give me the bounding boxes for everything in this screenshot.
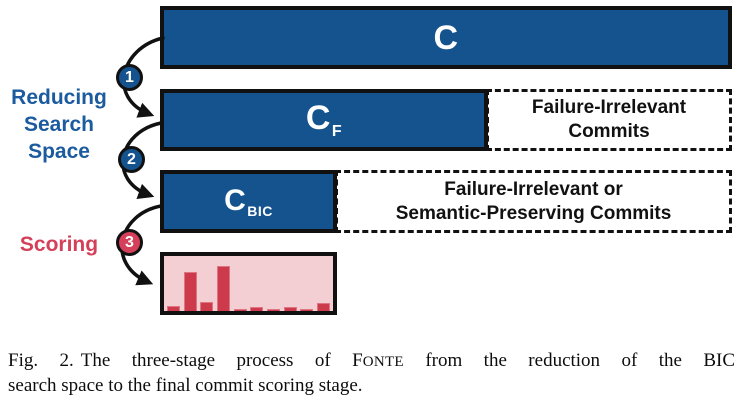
bar-all-commits: C <box>160 6 732 69</box>
annotation-text: Failure-Irrelevant or <box>444 178 623 200</box>
score-bar <box>183 272 197 311</box>
caption-fonte: F <box>352 350 363 371</box>
bar-label-cf-main: C <box>305 98 331 137</box>
score-bar <box>250 307 264 311</box>
score-bar <box>167 306 180 311</box>
annotation-text: Commits <box>568 121 650 142</box>
score-histogram-bars <box>167 258 330 311</box>
annotation-box-failure-irrelevant: Failure-Irrelevant Commits <box>486 89 732 151</box>
bar-label-cf-sub: F <box>331 122 343 140</box>
annotation-text: Semantic-Preserving Commits <box>395 202 672 224</box>
annotation-box-semantic-preserving: Failure-Irrelevant or Semantic-Preservin… <box>335 170 732 233</box>
score-histogram-box <box>160 252 337 315</box>
caption-line-2: search space to the final commit scoring… <box>8 375 363 396</box>
bar-label-cf: CF <box>306 101 342 140</box>
score-bar <box>300 309 314 311</box>
stage-label-line: Space <box>28 140 90 163</box>
step-circle-2: 2 <box>118 146 145 173</box>
score-bar <box>283 307 297 311</box>
step-number: 3 <box>125 233 134 251</box>
caption-figure-number: Fig. 2. <box>8 350 74 371</box>
step-number: 2 <box>127 150 136 168</box>
bar-failure-relevant-commits: CF <box>160 89 488 151</box>
bar-label-c: C <box>433 18 459 57</box>
score-bar <box>216 266 230 311</box>
stage-label-reducing-search-space: Reducing Search Space <box>0 84 118 165</box>
bar-label-cbic-main: C <box>224 183 247 217</box>
caption-text: The three-stage process of <box>80 350 353 371</box>
bar-label-cbic: CBIC <box>224 183 273 219</box>
step-circle-1: 1 <box>116 64 143 91</box>
stage-label-line: Reducing <box>11 86 107 109</box>
step-number: 1 <box>125 68 134 86</box>
stage-label-scoring: Scoring <box>0 231 118 258</box>
score-bar <box>316 303 330 311</box>
step-circle-3: 3 <box>116 229 143 256</box>
score-bar <box>233 309 247 311</box>
figure-caption: Fig. 2.The three-stage process of FONTE … <box>8 349 735 397</box>
score-bar <box>266 309 280 311</box>
caption-fonte-smallcaps: ONTE <box>362 354 404 370</box>
bar-label-cbic-sub: BIC <box>247 202 273 219</box>
caption-line-1: Fig. 2.The three-stage process of FONTE … <box>8 349 735 374</box>
score-bar <box>200 302 214 311</box>
caption-text: from the reduction of the BIC <box>425 350 736 371</box>
stage-label-line: Scoring <box>19 233 99 256</box>
stage-label-line: Search <box>23 113 95 136</box>
annotation-text: Failure-Irrelevant <box>531 97 687 118</box>
bar-bic-candidate-commits: CBIC <box>160 170 337 233</box>
